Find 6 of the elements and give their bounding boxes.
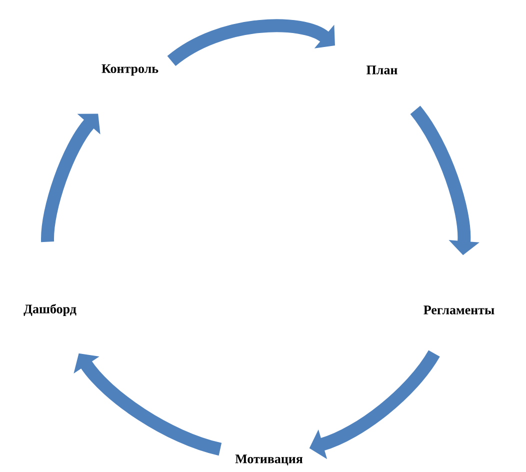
step-label: Контроль — [102, 64, 158, 76]
step-label: План — [366, 66, 398, 74]
step-label: Мотивация — [235, 454, 303, 466]
arrow — [168, 19, 335, 66]
step-label: Дашборд — [24, 304, 76, 316]
step-label: Регламенты — [424, 306, 494, 314]
